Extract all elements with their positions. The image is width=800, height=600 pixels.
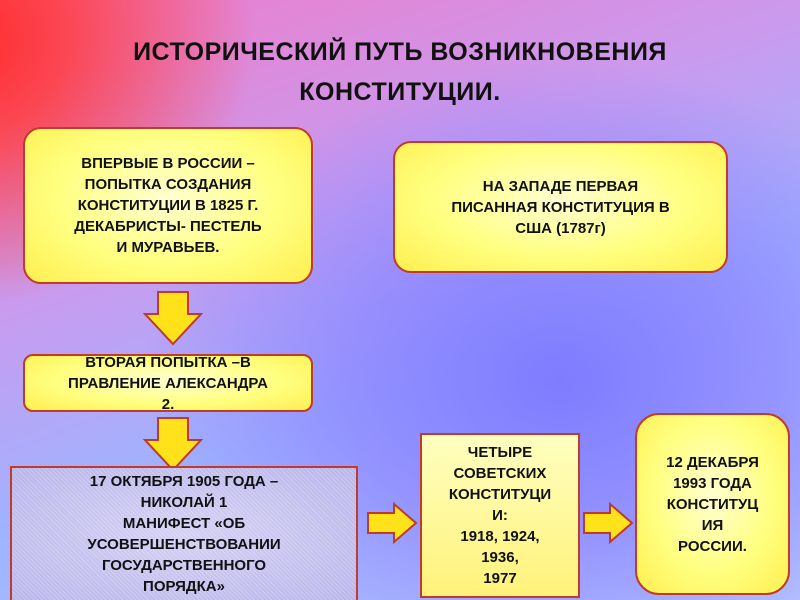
box-russia-1993: 12 ДЕКАБРЯ 1993 ГОДА КОНСТИТУЦ ИЯ РОССИИ… bbox=[635, 413, 790, 595]
box-soviet-four-text: ЧЕТЫРЕ СОВЕТСКИХ КОНСТИТУЦИ И: 1918, 192… bbox=[448, 444, 552, 587]
box-first-russia: ВПЕРВЫЕ В РОССИИ – ПОПЫТКА СОЗДАНИЯ КОНС… bbox=[23, 127, 313, 284]
box-second-attempt-text: ВТОРАЯ ПОПЫТКА –В ПРАВЛЕНИЕ АЛЕКСАНДРА 2… bbox=[68, 353, 268, 413]
box-west-usa: НА ЗАПАДЕ ПЕРВАЯ ПИСАННАЯ КОНСТИТУЦИЯ В … bbox=[393, 141, 728, 273]
box-soviet-four: ЧЕТЫРЕ СОВЕТСКИХ КОНСТИТУЦИ И: 1918, 192… bbox=[420, 433, 580, 598]
page-title: ИСТОРИЧЕСКИЙ ПУТЬ ВОЗНИКНОВЕНИЯ КОНСТИТУ… bbox=[133, 38, 667, 106]
box-first-russia-text: ВПЕРВЫЕ В РОССИИ – ПОПЫТКА СОЗДАНИЯ КОНС… bbox=[74, 155, 262, 256]
box-west-usa-text: НА ЗАПАДЕ ПЕРВАЯ ПИСАННАЯ КОНСТИТУЦИЯ В … bbox=[451, 177, 670, 237]
down-arrow-2 bbox=[143, 417, 203, 472]
box-second-attempt: ВТОРАЯ ПОПЫТКА –В ПРАВЛЕНИЕ АЛЕКСАНДРА 2… bbox=[23, 353, 313, 413]
right-arrow-1 bbox=[367, 502, 418, 544]
down-arrow-1 bbox=[143, 291, 203, 346]
box-manifest-1905-text: 17 ОКТЯБРЯ 1905 ГОДА – НИКОЛАЙ 1 МАНИФЕС… bbox=[87, 473, 281, 595]
right-arrow-2 bbox=[583, 502, 634, 544]
box-manifest-1905: 17 ОКТЯБРЯ 1905 ГОДА – НИКОЛАЙ 1 МАНИФЕС… bbox=[10, 466, 358, 600]
box-russia-1993-text: 12 ДЕКАБРЯ 1993 ГОДА КОНСТИТУЦ ИЯ РОССИИ… bbox=[666, 453, 759, 555]
